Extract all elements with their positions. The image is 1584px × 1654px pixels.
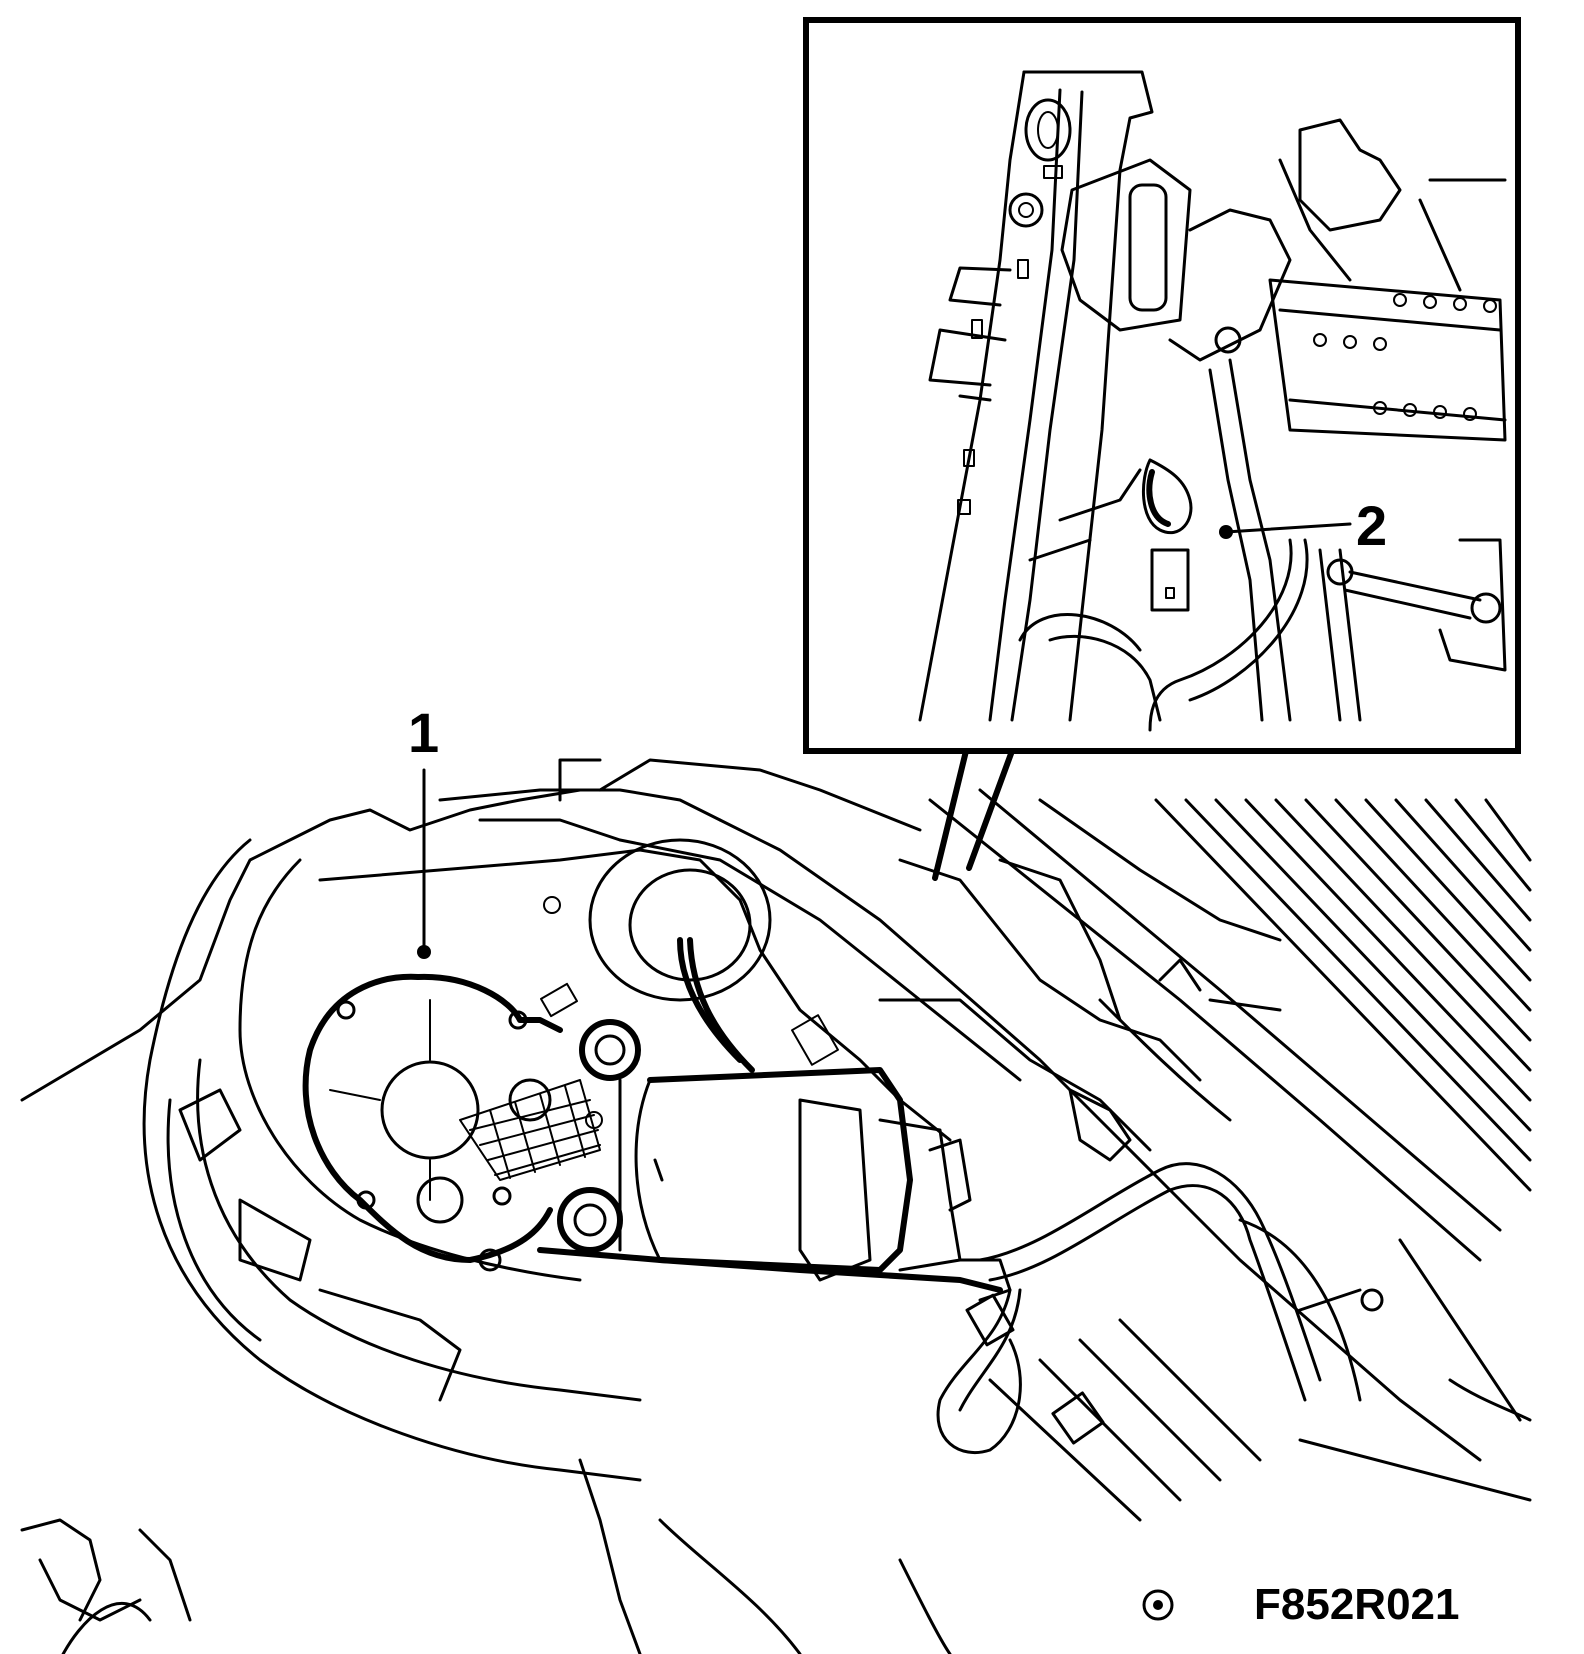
figure-reference: F852R021	[1142, 1580, 1459, 1629]
seat-frame	[20, 758, 1482, 1482]
seat-track	[878, 788, 1532, 1522]
inset-detail: 2	[803, 17, 1521, 881]
motor-housing	[302, 838, 1012, 1302]
mesh-hatch	[459, 1079, 601, 1181]
callout-1-dot	[417, 945, 431, 959]
inset-pointer-right	[966, 748, 1015, 871]
callout-2-leader	[1224, 522, 1352, 534]
seat-rail	[918, 70, 1154, 722]
inset-frame	[803, 17, 1521, 754]
inset-cross-rail	[1268, 118, 1507, 442]
housing-boss	[588, 838, 772, 1002]
wire-harness	[936, 1162, 1532, 1455]
lower-left-detail	[20, 1458, 952, 1654]
callout-1-label: 1	[408, 701, 439, 764]
main-view: 1 F852R021	[20, 701, 1532, 1654]
callout-2: 2	[1219, 494, 1387, 557]
inset-bracket	[1060, 158, 1292, 362]
figure-code: F852R021	[1254, 1580, 1459, 1629]
reference-circle-icon	[1142, 1589, 1174, 1621]
callout-2-label: 2	[1356, 494, 1387, 557]
callout-1: 1	[408, 701, 439, 959]
